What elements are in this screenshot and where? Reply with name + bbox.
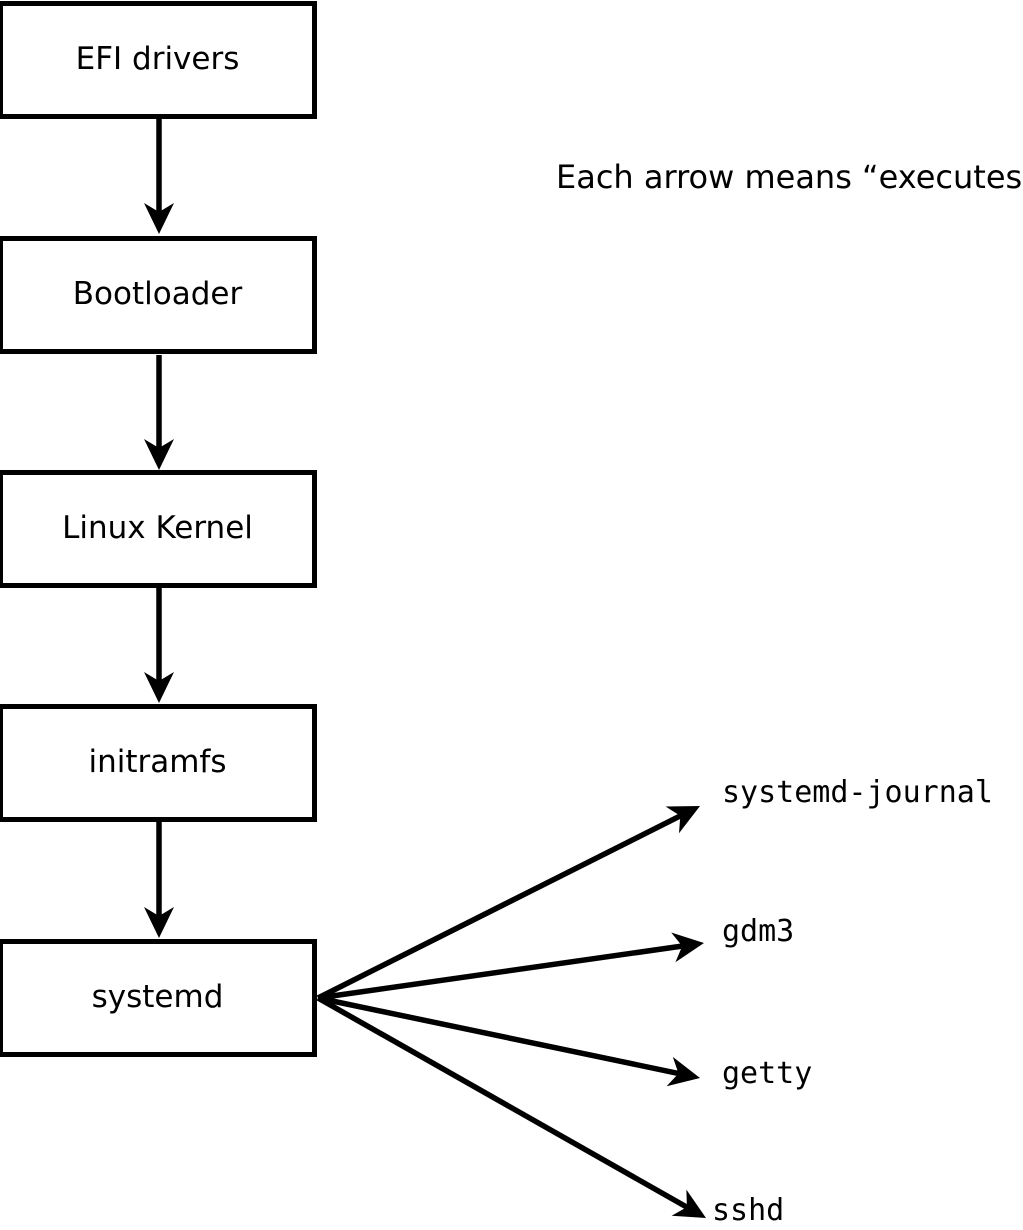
node-bootloader-label: Bootloader xyxy=(72,276,243,313)
arrow-systemd-to-getty xyxy=(317,995,700,1087)
node-efi-drivers: EFI drivers xyxy=(0,1,317,119)
label-getty: getty xyxy=(722,1056,813,1091)
node-systemd-label: systemd xyxy=(91,979,224,1016)
node-bootloader: Bootloader xyxy=(0,236,317,354)
arrow-systemd-to-gdm3 xyxy=(317,932,704,1001)
node-efi-drivers-label: EFI drivers xyxy=(75,41,240,78)
arrow-systemd-to-systemd-journal xyxy=(316,806,700,1001)
arrow-systemd-to-sshd xyxy=(316,995,706,1218)
node-initramfs: initramfs xyxy=(0,704,317,822)
arrow-initramfs-to-systemd xyxy=(144,822,174,938)
node-linux-kernel-label: Linux Kernel xyxy=(62,510,253,547)
node-linux-kernel: Linux Kernel xyxy=(0,470,317,588)
label-gdm3: gdm3 xyxy=(722,914,795,949)
arrow-bootloader-to-kernel xyxy=(144,355,174,470)
node-initramfs-label: initramfs xyxy=(88,744,227,781)
arrow-efi-to-bootloader xyxy=(144,119,174,234)
node-systemd: systemd xyxy=(0,939,317,1057)
label-systemd-journal: systemd-journal xyxy=(722,775,993,810)
arrow-kernel-to-initramfs xyxy=(144,587,174,703)
label-sshd: sshd xyxy=(712,1193,785,1228)
annotation-arrow-meaning: Each arrow means “executes”. xyxy=(556,158,1023,196)
